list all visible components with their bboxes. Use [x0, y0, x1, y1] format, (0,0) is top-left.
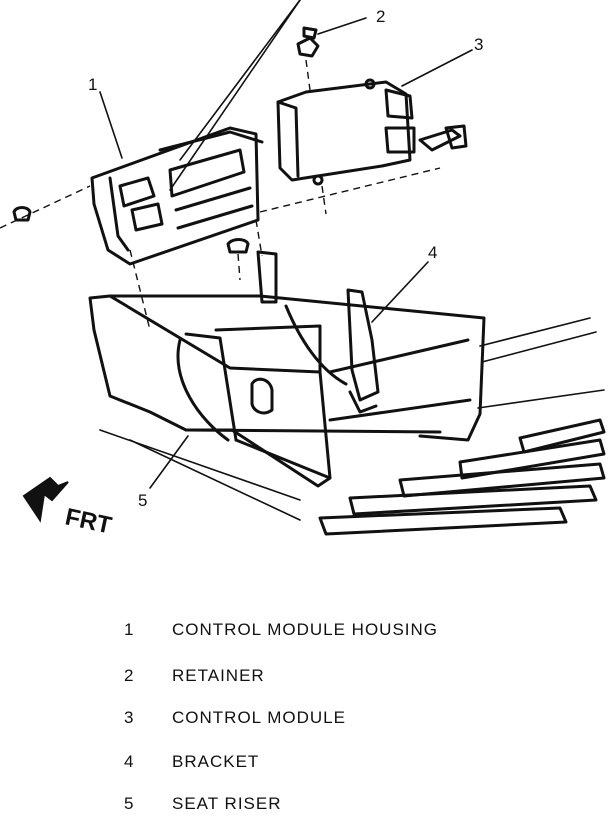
legend-row: 4 BRACKET [0, 752, 608, 776]
bracket [256, 250, 380, 414]
legend-number: 5 [124, 794, 134, 813]
control-module-housing [90, 126, 264, 266]
legend-label: CONTROL MODULE [172, 708, 346, 727]
callout-3: 3 [474, 35, 483, 54]
floor-ribs [99, 317, 606, 536]
retainers [12, 26, 376, 254]
legend-label: BRACKET [172, 752, 260, 771]
legend-number: 4 [124, 752, 134, 771]
legend-row: 1 CONTROL MODULE HOUSING [0, 620, 608, 644]
callout-4: 4 [428, 243, 437, 262]
legend-number: 2 [124, 666, 134, 685]
front-label: FRT [63, 503, 115, 539]
legend-number: 3 [124, 708, 134, 727]
exploded-view-illustration: 1 2 3 4 5 FRT [0, 0, 606, 540]
legend-number: 1 [124, 620, 134, 639]
assembly-lines [0, 59, 441, 331]
callout-5: 5 [138, 491, 147, 510]
callout-1: 1 [88, 75, 97, 94]
callout-2: 2 [376, 7, 385, 26]
control-module [276, 80, 468, 182]
legend-label: RETAINER [172, 666, 265, 685]
legend-label: SEAT RISER [172, 794, 282, 813]
front-direction-arrow-icon [22, 476, 69, 523]
leader-lines [99, 0, 473, 489]
legend-row: 2 RETAINER [0, 666, 608, 690]
legend-row: 3 CONTROL MODULE [0, 708, 608, 732]
legend-row: 5 SEAT RISER [0, 794, 608, 818]
legend-label: CONTROL MODULE HOUSING [172, 620, 439, 639]
